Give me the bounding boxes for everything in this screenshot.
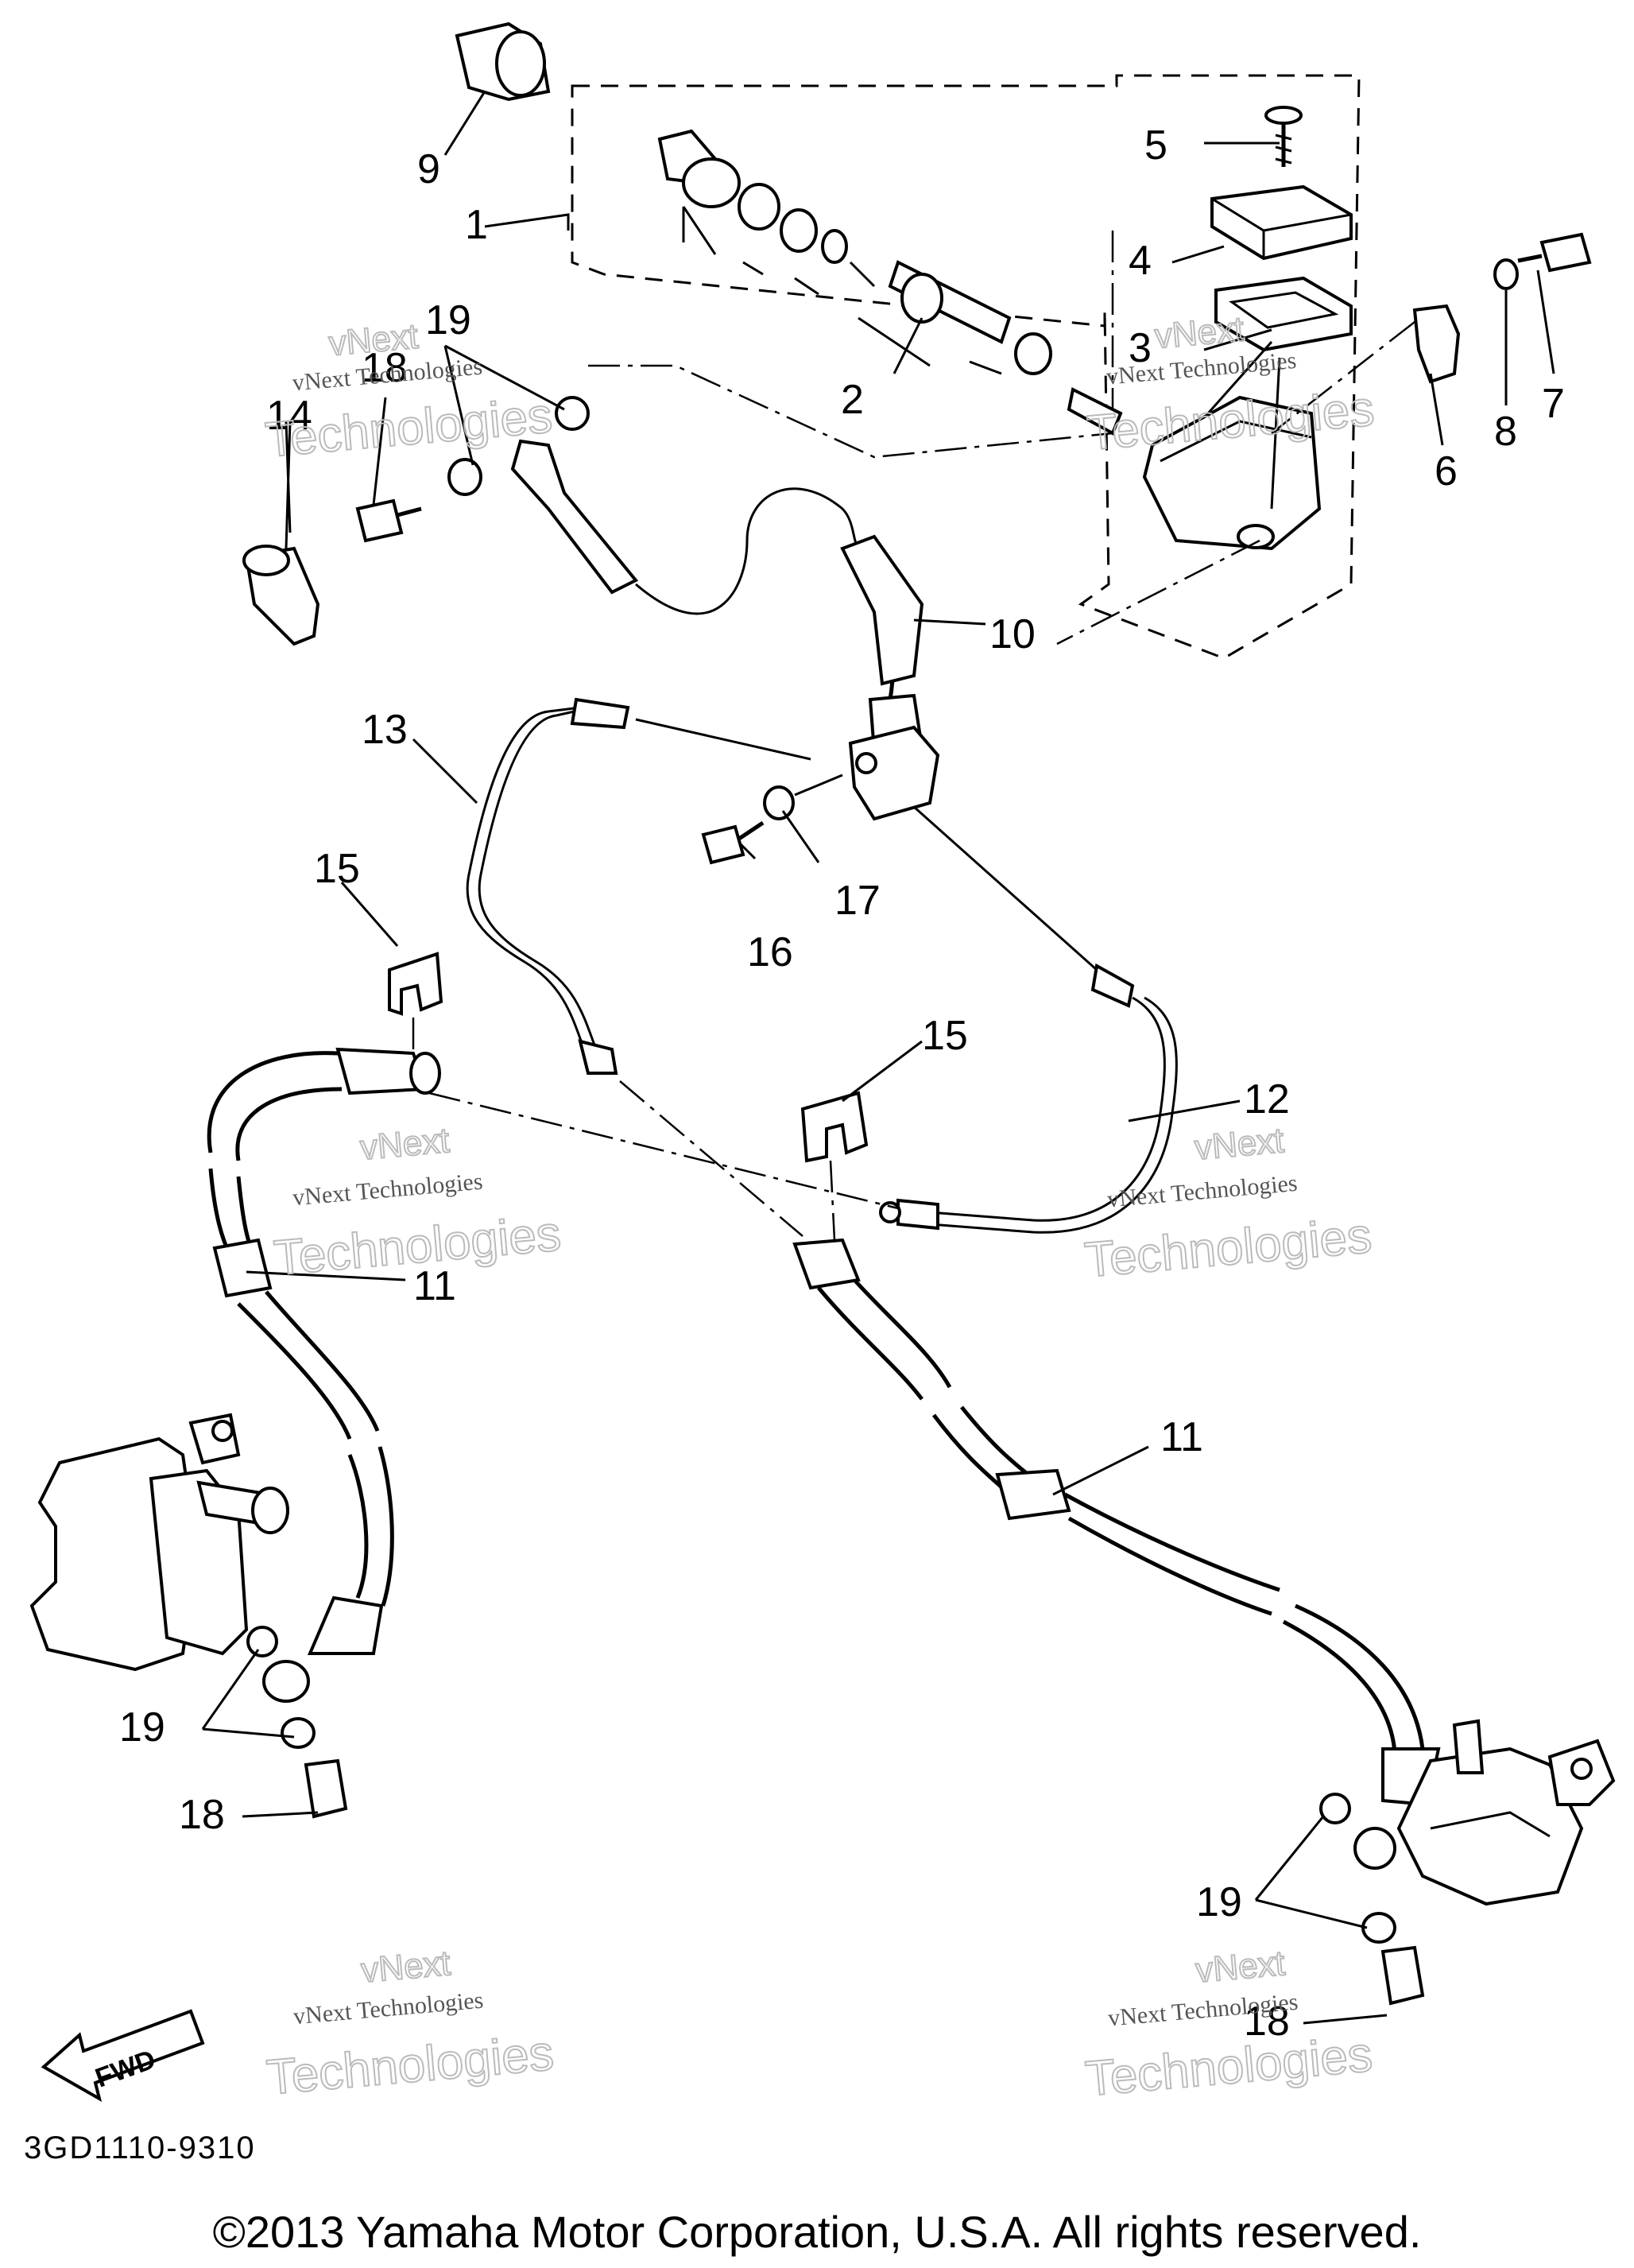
lever-holder-part xyxy=(1412,304,1461,384)
caliper-left-part xyxy=(29,1413,289,1672)
callout-5: 5 xyxy=(1144,122,1167,169)
watermark-big-2: Technologies xyxy=(1083,2027,1375,2107)
watermark-mid-right: vNext Technologies vNext Technologies xyxy=(1082,1120,1375,1289)
watermark-big-1: vNext xyxy=(1193,1121,1285,1168)
diagram-code: 3GD1110-9310 xyxy=(24,2130,256,2165)
watermark-big-2: Technologies xyxy=(1082,1208,1374,1288)
cap-14-part xyxy=(242,545,320,646)
callout-8: 8 xyxy=(1494,409,1517,455)
callout-7: 7 xyxy=(1542,381,1565,427)
brake-joint-part xyxy=(848,725,940,821)
brake-pipe-13-part xyxy=(466,697,811,1075)
clip-leader-line xyxy=(428,1091,899,1210)
callout-19-top: 19 xyxy=(425,297,471,343)
watermark-big-1: vNext xyxy=(359,1944,451,1991)
watermark-big-1: vNext xyxy=(1194,1944,1286,1991)
washer-8-part xyxy=(1493,258,1519,290)
callout-11-right: 11 xyxy=(1160,1414,1203,1460)
callout-13: 13 xyxy=(362,707,408,753)
callout-1: 1 xyxy=(465,202,488,248)
watermark-big-1: vNext xyxy=(327,317,420,364)
callout-2: 2 xyxy=(841,377,864,423)
watermark-big-1: vNext xyxy=(358,1121,451,1168)
callout-16: 16 xyxy=(747,929,793,975)
boot-part xyxy=(455,21,551,102)
watermark-small: vNext Technologies xyxy=(292,1169,484,1212)
copyright-notice: ©2013 Yamaha Motor Corporation, U.S.A. A… xyxy=(212,2207,1422,2257)
brake-hose-left-part xyxy=(207,1047,441,1703)
watermark-big-2: Technologies xyxy=(265,2026,556,2105)
reservoir-screw-part xyxy=(1264,106,1303,167)
master-cylinder-assembly-outline xyxy=(571,74,1361,660)
callout-3: 3 xyxy=(1129,325,1152,371)
clip-drop-lines xyxy=(412,1018,836,1241)
callout-10: 10 xyxy=(989,611,1036,657)
banjo-bolt-top-part xyxy=(355,498,422,543)
washer-19-left-part xyxy=(246,1626,316,1749)
callout-12: 12 xyxy=(1244,1076,1290,1122)
fwd-arrow-icon: FWD xyxy=(41,2009,205,2103)
washers-19-top-part xyxy=(447,396,590,496)
callout-15-right: 15 xyxy=(922,1013,968,1059)
callout-14: 14 xyxy=(266,393,312,439)
pipe-leader-line xyxy=(619,1080,803,1237)
brake-hose-right-part xyxy=(792,1238,1441,1870)
callout-18-right: 18 xyxy=(1244,1999,1290,2045)
clip-15-right-part xyxy=(800,1091,869,1163)
callout-15-left: 15 xyxy=(314,846,360,892)
bolt-7-part xyxy=(1517,232,1592,273)
watermark-big-1: vNext xyxy=(1153,309,1245,356)
callout-18-left: 18 xyxy=(179,1792,225,1838)
washer-17-part xyxy=(763,785,795,820)
callout-9: 9 xyxy=(417,146,440,192)
callout-4: 4 xyxy=(1129,238,1152,284)
callout-19-left: 19 xyxy=(119,1704,165,1750)
callout-18-top: 18 xyxy=(362,345,408,391)
piston-kit-part xyxy=(657,129,1123,436)
diaphragm-part xyxy=(1214,276,1353,352)
banjo-bolt-right-part xyxy=(1380,1945,1425,2006)
callout-17: 17 xyxy=(834,878,881,924)
caliper-right-part xyxy=(1396,1719,1616,1906)
dashed-leader-lines xyxy=(588,231,1415,646)
callout-labels: 1 2 3 4 5 6 7 8 9 10 11 11 12 13 14 15 1… xyxy=(119,122,1565,2045)
reservoir-cap-part xyxy=(1210,184,1353,261)
watermark-mid-left: vNext Technologies vNext Technologies xyxy=(271,1120,564,1287)
brake-pipe-12-part xyxy=(879,805,1178,1234)
watermark-bottom-left: vNext Technologies vNext Technologies xyxy=(264,1943,557,2106)
callout-11-left: 11 xyxy=(413,1263,456,1309)
callout-leaders xyxy=(201,91,1555,2025)
master-cylinder-body-part xyxy=(1142,341,1322,551)
watermark-small: vNext Technologies xyxy=(1106,1170,1299,1213)
bolt-16-part xyxy=(701,820,765,865)
clip-15-left-part xyxy=(388,952,443,1016)
callout-19-right: 19 xyxy=(1196,1879,1242,1925)
watermark-small: vNext Technologies xyxy=(292,1987,485,2030)
banjo-bolt-left-part xyxy=(304,1758,348,1819)
joint-leader-line xyxy=(794,773,843,797)
callout-6: 6 xyxy=(1435,448,1458,494)
